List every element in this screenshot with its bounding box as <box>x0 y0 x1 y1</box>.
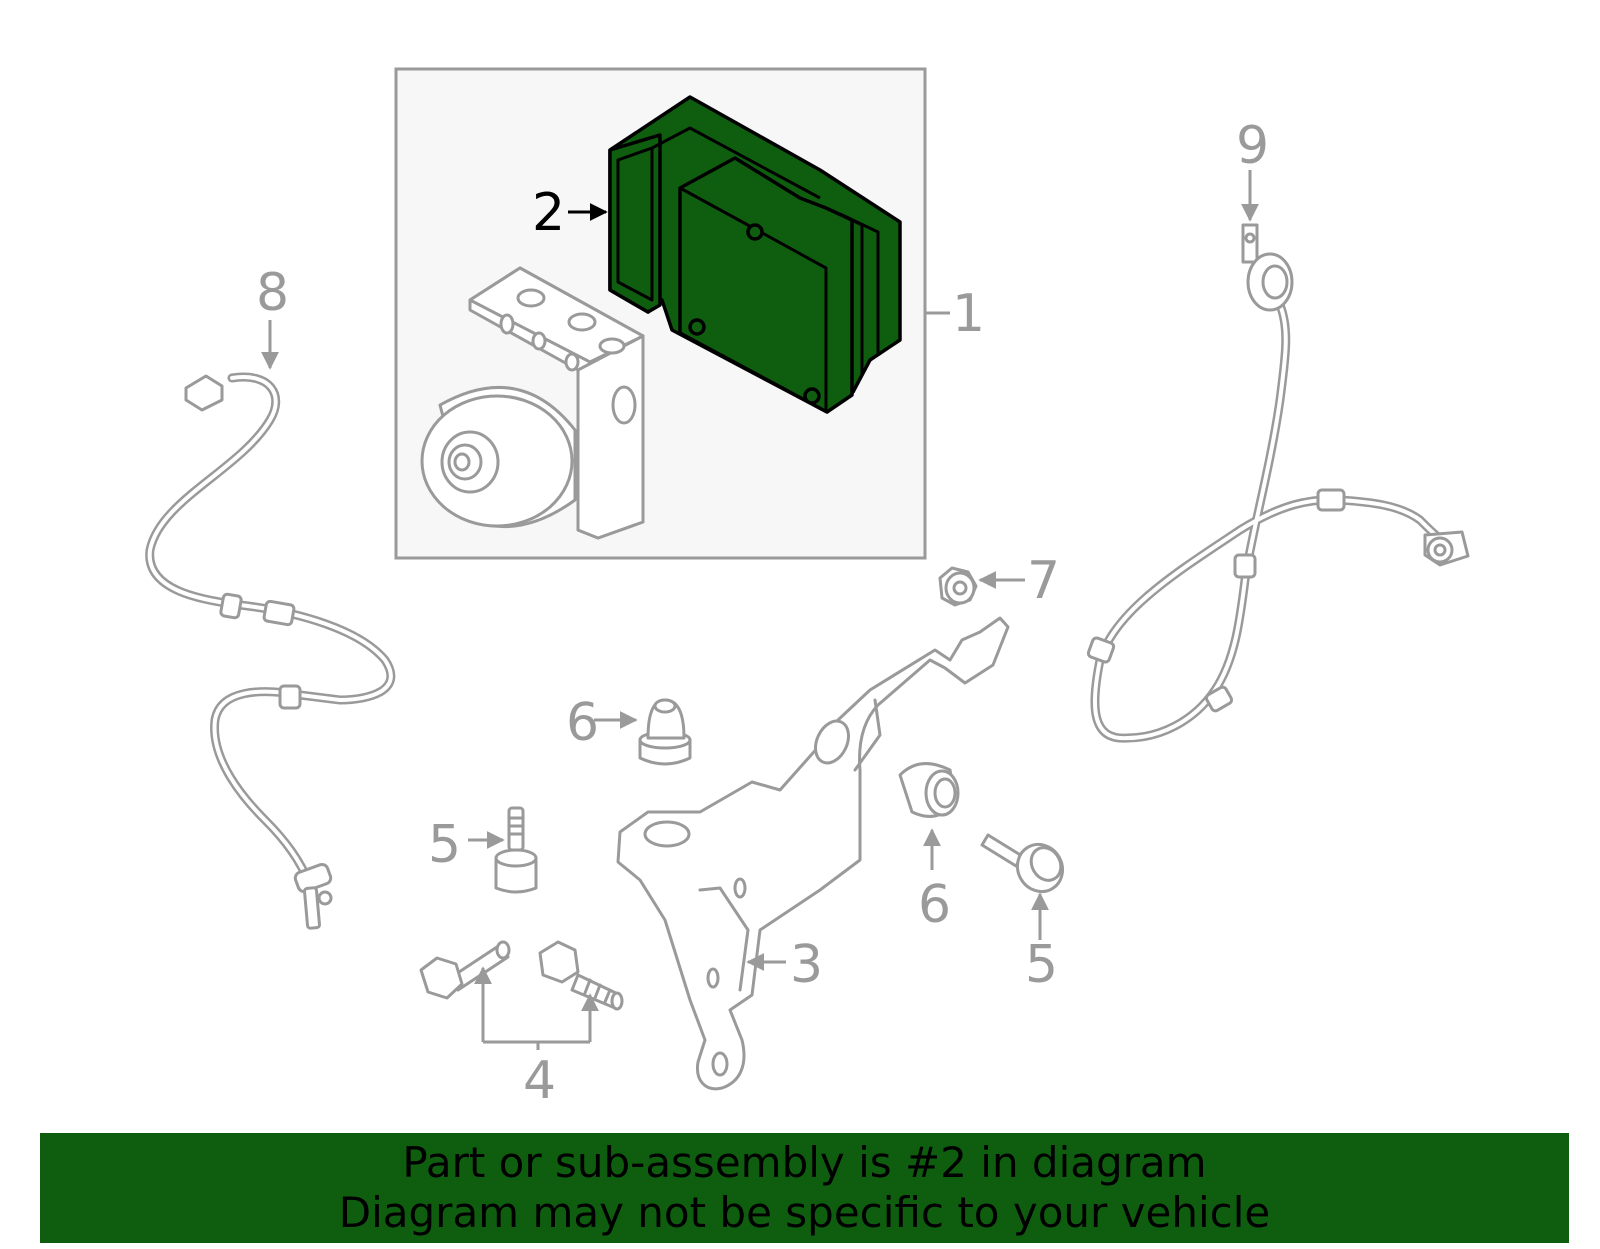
hydraulic-unit <box>420 266 645 540</box>
callout-5-left: 5 <box>428 815 461 875</box>
grommet-6-lower <box>898 762 960 818</box>
wheel-speed-sensor-9 <box>1086 223 1470 743</box>
parts-diagram: 1 2 <box>145 67 1470 1111</box>
callout-7: 7 <box>1027 551 1060 611</box>
callout-8: 8 <box>256 263 289 323</box>
callout-3: 3 <box>790 935 823 995</box>
stud-5-right <box>980 833 1065 894</box>
banner-line-2: Diagram may not be specific to your vehi… <box>338 1188 1271 1237</box>
callout-5-right: 5 <box>1025 935 1058 995</box>
callout-4: 4 <box>523 1051 556 1111</box>
ecu-module-highlighted <box>608 95 902 414</box>
mounting-bracket-3 <box>616 616 1010 1091</box>
info-banner: Part or sub-assembly is #2 in diagram Di… <box>40 1133 1569 1243</box>
callout-6-upper: 6 <box>566 693 599 753</box>
callout-2: 2 <box>532 183 565 243</box>
callout-6-lower: 6 <box>918 875 951 935</box>
wheel-speed-sensor-8 <box>145 372 396 930</box>
stud-5-left <box>494 806 538 894</box>
grommet-6-upper <box>638 698 692 766</box>
callout-9: 9 <box>1236 116 1269 176</box>
callout-1: 1 <box>952 284 985 344</box>
nut-7 <box>938 566 978 607</box>
banner-line-1: Part or sub-assembly is #2 in diagram <box>402 1138 1207 1187</box>
bolts-4 <box>419 940 624 1011</box>
